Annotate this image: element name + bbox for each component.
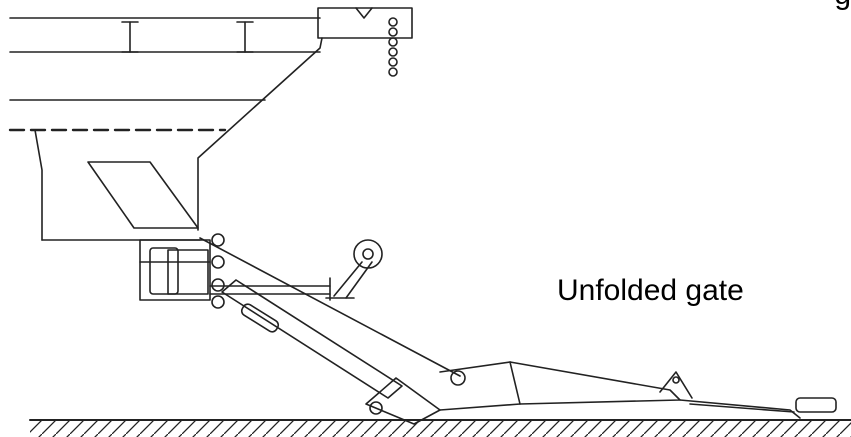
unfolded-gate-label: Unfolded gate — [557, 274, 744, 307]
i-beam — [121, 21, 139, 53]
hinge-pin-icon — [211, 233, 225, 309]
ground — [29, 419, 851, 437]
ramp-section-2 — [439, 361, 681, 411]
heel-block — [365, 377, 441, 425]
hull-box — [34, 129, 201, 241]
folded-flap — [87, 161, 199, 229]
deck-structure — [8, 7, 413, 231]
chain-icon — [388, 17, 398, 77]
toe-ramp — [679, 397, 837, 419]
triangular-bracket — [659, 371, 693, 399]
pulley-icon — [325, 239, 383, 299]
ramp-section-1 — [221, 279, 403, 399]
tension-cable — [199, 237, 461, 377]
i-beam — [236, 21, 254, 53]
hinge-housing — [139, 239, 211, 301]
roller-icon — [450, 370, 466, 386]
corner-text-fragment: g — [834, 0, 851, 12]
